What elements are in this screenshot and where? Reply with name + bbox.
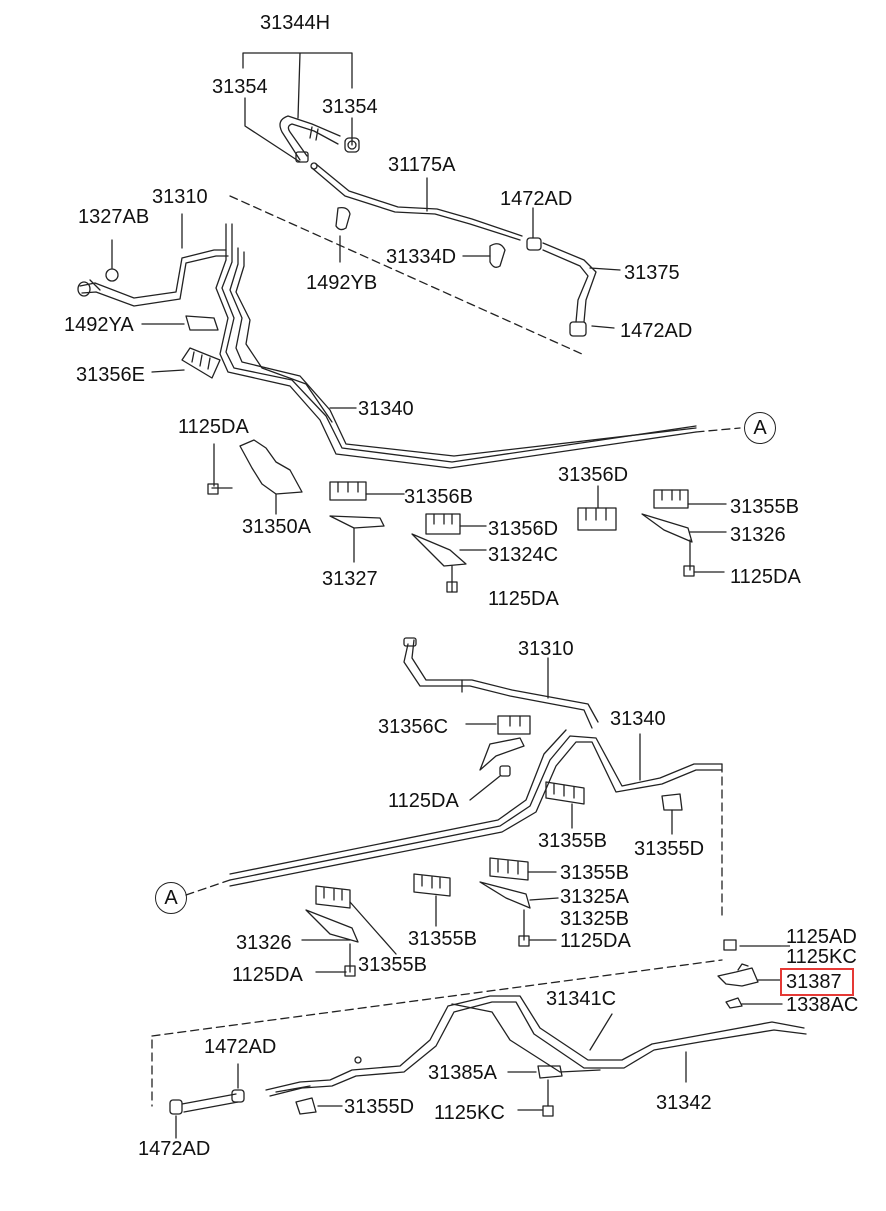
clip-31356d-bracket-31324c xyxy=(411,513,487,593)
label-1492yb: 1492YB xyxy=(306,272,378,294)
label-31356d-right: 31356D xyxy=(558,464,629,486)
label-1125da-clip: 1125DA xyxy=(388,790,459,812)
label-31355b-mid: 31355B xyxy=(538,830,607,852)
valve-31385a xyxy=(507,1065,563,1117)
label-31342: 31342 xyxy=(656,1092,712,1114)
clamp-31334d xyxy=(462,243,506,268)
label-31325b: 31325B xyxy=(560,908,629,930)
hose-1472ad-lower xyxy=(169,1063,245,1139)
pipe-31340-upper xyxy=(215,223,741,469)
label-31355d-lower: 31355D xyxy=(344,1096,415,1118)
clip-31356b xyxy=(329,481,405,563)
label-1125da-1: 1125DA xyxy=(178,416,249,438)
label-31310-bottom: 31310 xyxy=(518,638,574,660)
label-1472ad-top: 1472AD xyxy=(500,188,573,210)
label-31175a: 31175A xyxy=(388,154,456,176)
label-31356c: 31356C xyxy=(378,716,449,738)
clip-31355b-bracket-31326 xyxy=(641,489,727,577)
label-31350a: 31350A xyxy=(242,516,311,538)
label-31310-top: 31310 xyxy=(152,186,208,208)
label-31354-right: 31354 xyxy=(322,96,378,118)
clip-31356c xyxy=(465,715,531,801)
label-31344h: 31344H xyxy=(260,12,331,34)
label-31326-top: 31326 xyxy=(730,524,786,546)
clip-1492ya xyxy=(141,315,219,331)
pipe-31175a xyxy=(310,162,523,241)
label-1125kc-lower: 1125KC xyxy=(434,1102,505,1124)
label-1472ad-right: 1472AD xyxy=(620,320,693,342)
label-31324c: 31324C xyxy=(488,544,559,566)
label-31334d: 31334D xyxy=(386,246,457,268)
clip-31355d-mid xyxy=(661,793,683,835)
label-1338ac: 1338AC xyxy=(786,994,859,1016)
clip-31355d-lower xyxy=(295,1097,343,1115)
label-1492ya: 1492YA xyxy=(64,314,134,336)
clip-31356d-right xyxy=(577,485,617,531)
label-31356d-mid: 31356D xyxy=(488,518,559,540)
clip-31355b-mid xyxy=(545,781,585,829)
label-1125da-lower: 1125DA xyxy=(232,964,303,986)
clip-31355b-bracket-31326-lower xyxy=(301,885,397,977)
label-31325a: 31325A xyxy=(560,886,629,908)
label-31355b-top: 31355B xyxy=(730,496,799,518)
hose-31344h xyxy=(242,52,360,163)
pipe-31310-lower xyxy=(403,637,599,729)
label-1472ad-lower: 1472AD xyxy=(204,1036,277,1058)
label-31375: 31375 xyxy=(624,262,680,284)
label-1125kc-right: 1125KC xyxy=(786,946,857,968)
label-1125da-bracket: 1125DA xyxy=(560,930,631,952)
label-31355b-center: 31355B xyxy=(408,928,477,950)
clip-31355b-bracket-31325a xyxy=(479,857,559,947)
label-31356e: 31356E xyxy=(76,364,145,386)
ref-marker-a-bottom: A xyxy=(155,882,187,914)
hose-31375 xyxy=(526,207,621,337)
label-31326-bottom: 31326 xyxy=(236,932,292,954)
label-31327: 31327 xyxy=(322,568,378,590)
label-31355d-mid: 31355D xyxy=(634,838,705,860)
clip-31356e xyxy=(151,347,221,379)
label-31356b: 31356B xyxy=(404,486,473,508)
pipe-31310-upper xyxy=(77,213,229,307)
label-31355b-bracket: 31355B xyxy=(560,862,629,884)
label-31341c: 31341C xyxy=(546,988,617,1010)
label-1327ab: 1327AB xyxy=(78,206,150,228)
clip-31355b-center xyxy=(413,873,451,927)
label-1125da-mid: 1125DA xyxy=(488,588,559,610)
label-1125da-right: 1125DA xyxy=(730,566,801,588)
label-31354-left: 31354 xyxy=(212,76,268,98)
label-1472ad-bottom: 1472AD xyxy=(138,1138,211,1160)
label-1125ad: 1125AD xyxy=(786,926,857,948)
ref-marker-a-top: A xyxy=(744,412,776,444)
clamp-1492yb xyxy=(335,206,351,263)
label-31385a: 31385A xyxy=(428,1062,497,1084)
highlight-box-31387 xyxy=(780,968,854,996)
label-31355b-lower: 31355B xyxy=(358,954,427,976)
label-31340-top: 31340 xyxy=(358,398,414,420)
label-31387[interactable]: 31387 xyxy=(786,971,842,993)
pipe-31340-lower xyxy=(185,729,723,896)
pipe-31341c xyxy=(265,995,807,1097)
label-31340-bottom: 31340 xyxy=(610,708,666,730)
bracket-31350a xyxy=(207,439,303,515)
bracket-31387 xyxy=(717,939,783,1009)
